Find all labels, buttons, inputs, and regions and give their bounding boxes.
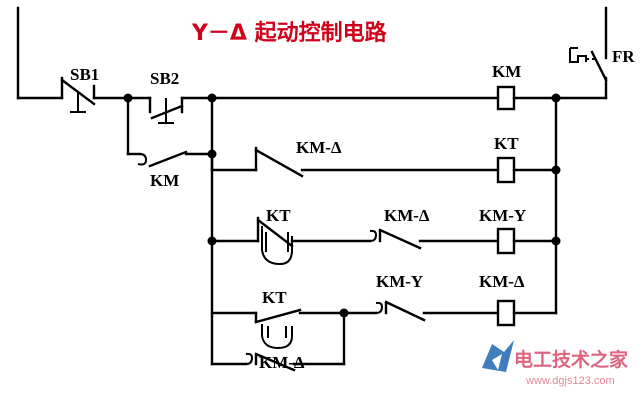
row-kt-coil [210, 146, 558, 184]
km-delta-coil [496, 299, 516, 327]
km-delta-coil-label: KM-Δ [479, 272, 525, 291]
km-delta-nc2-label: KM-Δ [384, 206, 430, 225]
diagram-title: Y－Δ 起动控制电路 [191, 20, 388, 46]
site-logo-icon [482, 340, 514, 372]
junction-dot [551, 236, 561, 246]
kt-coil [496, 156, 516, 184]
km-delta-nc-label: KM-Δ [296, 138, 342, 157]
sb2-label: SB2 [150, 69, 179, 88]
km-y-nc-label: KM-Y [376, 272, 423, 291]
fr-overload-contact [554, 6, 608, 100]
watermark-site-name: 电工技术之家 [514, 348, 629, 371]
km-y-coil-label: KM-Y [479, 206, 526, 225]
sb1-stop-button [60, 76, 130, 113]
km-aux-label: KM [150, 171, 179, 190]
kt-coil-label: KT [494, 134, 519, 153]
km-coil [496, 85, 516, 111]
row-km-delta-holding [210, 311, 346, 372]
row-km-delta-coil [210, 299, 558, 350]
kt-nc-label: KT [266, 206, 291, 225]
sb2-start-button [126, 96, 214, 124]
row-km-coil [210, 85, 558, 111]
km-y-coil [496, 227, 516, 255]
sb1-label: SB1 [70, 65, 99, 84]
row-km-y-coil [210, 216, 558, 266]
kt-no-label: KT [262, 288, 287, 307]
fr-label: FR [612, 47, 635, 66]
watermark: 电工技术之家 www.dgjs123.com [482, 340, 629, 387]
km-coil-label: KM [492, 62, 521, 81]
km-delta-no-label: KM-Δ [259, 353, 305, 372]
left-rail [16, 6, 64, 100]
watermark-url: www.dgjs123.com [525, 375, 615, 387]
junction-dot [551, 165, 561, 175]
km-holding-contact [126, 96, 214, 168]
